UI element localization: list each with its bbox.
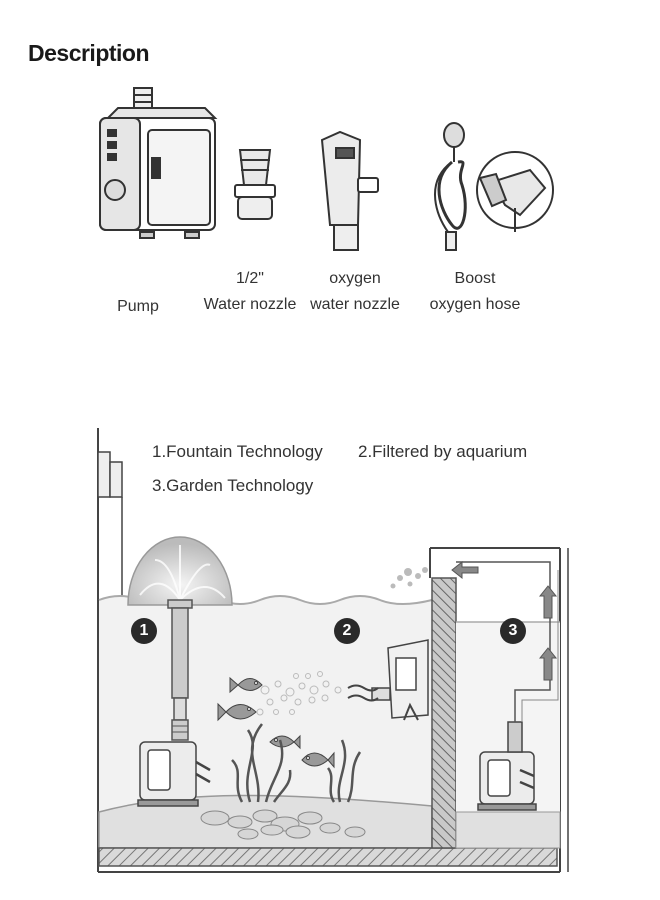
part-label-line2: water nozzle bbox=[310, 296, 400, 313]
oxygen-hose-icon bbox=[434, 122, 554, 251]
oxygen-nozzle-icon bbox=[320, 130, 379, 251]
pump-icon bbox=[99, 87, 218, 239]
part-label-line2: oxygen hose bbox=[429, 296, 521, 313]
part-label-water-nozzle: 1/2" Water nozzle bbox=[200, 270, 300, 314]
badge-1: 1 bbox=[131, 618, 157, 644]
legend-item-2: 2.Filtered by aquarium bbox=[358, 442, 528, 461]
fish-icon bbox=[217, 676, 335, 769]
air-bubbles bbox=[256, 671, 342, 716]
water-nozzle-icon bbox=[234, 149, 276, 220]
badge-3: 3 bbox=[500, 618, 526, 644]
badge-2: 2 bbox=[334, 618, 360, 644]
pump-icon bbox=[137, 741, 211, 807]
part-label-oxygen-hose: Boost oxygen hose bbox=[422, 270, 528, 314]
part-label-line2: Water nozzle bbox=[203, 296, 297, 313]
part-label-text: Pump bbox=[117, 298, 159, 315]
water-splash bbox=[390, 567, 428, 589]
part-label-line1: Boost bbox=[454, 270, 496, 287]
legend-item-3: 3.Garden Technology bbox=[152, 476, 314, 495]
part-label-oxygen-nozzle: oxygen water nozzle bbox=[305, 270, 405, 314]
part-label-line1: oxygen bbox=[329, 270, 381, 287]
plant-icon bbox=[231, 723, 362, 803]
part-label-pump: Pump bbox=[100, 298, 176, 316]
filter-icon bbox=[347, 639, 429, 721]
flow-arrow-icon bbox=[451, 560, 558, 681]
legend-item-1: 1.Fountain Technology bbox=[152, 442, 323, 461]
fountain-dome-icon bbox=[127, 536, 233, 741]
section-heading: Description bbox=[28, 40, 150, 66]
pump-icon bbox=[456, 561, 559, 811]
part-label-line1: 1/2" bbox=[236, 270, 264, 287]
